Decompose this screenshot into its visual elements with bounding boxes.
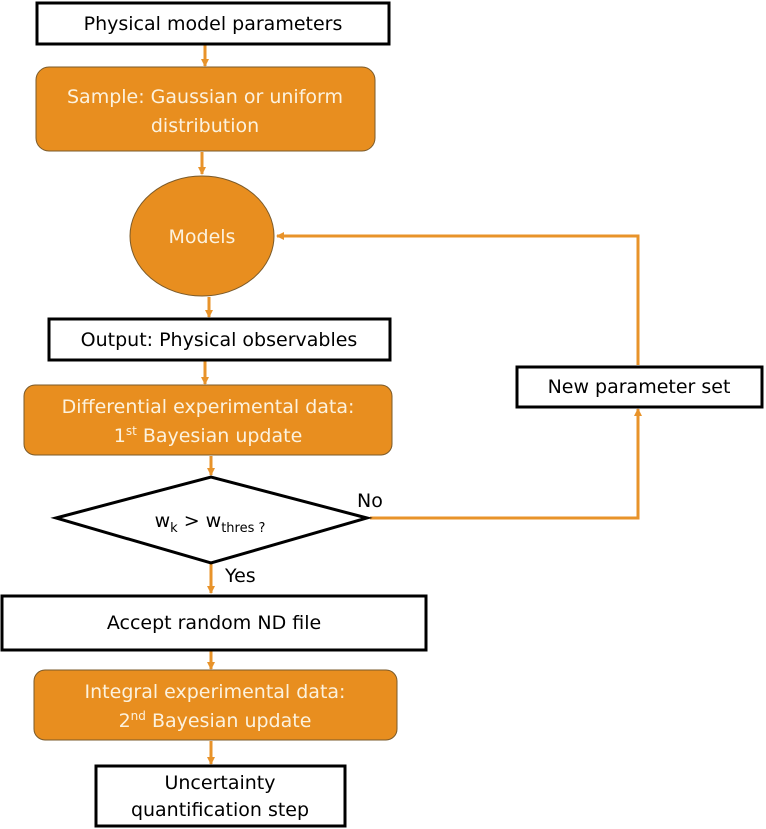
sample-label-line1: Sample: Gaussian or uniform [67, 86, 343, 108]
integral-label-line1: Integral experimental data: [85, 681, 346, 703]
arrow-no [370, 408, 642, 520]
decision-label: wk > wthres ? [155, 510, 266, 536]
differential-box: Differential experimental data: 1st Baye… [23, 384, 393, 456]
threshold-decision: wk > wthres ? [50, 475, 373, 565]
integral-label-line2: 2nd Bayesian update [119, 709, 312, 732]
models-node: Models [129, 175, 275, 297]
accept-label: Accept random ND file [107, 612, 321, 634]
models-label: Models [169, 226, 236, 248]
differential-label-line1: Differential experimental data: [62, 396, 355, 418]
sample-box: Sample: Gaussian or uniform distribution [35, 66, 376, 152]
integral-box: Integral experimental data: 2nd Bayesian… [33, 669, 398, 741]
physical-params-label: Physical model parameters [84, 13, 343, 35]
output-box: Output: Physical observables [47, 317, 392, 362]
physical-params-box: Physical model parameters [35, 1, 391, 46]
uncertainty-label-line1: Uncertainty [164, 772, 275, 794]
accept-box: Accept random ND file [0, 594, 428, 652]
no-label: No [357, 490, 383, 512]
new-params-box: New parameter set [515, 365, 764, 409]
arrow-loop-to-models [276, 232, 640, 365]
yes-label: Yes [224, 565, 256, 587]
uncertainty-label-line2: quantification step [131, 799, 309, 821]
uncertainty-box: Uncertainty quantification step [94, 764, 347, 828]
output-label: Output: Physical observables [81, 329, 358, 351]
connectors [198, 45, 642, 765]
differential-label-line2: 1st Bayesian update [114, 424, 303, 447]
sample-label-line2: distribution [151, 115, 259, 137]
new-params-label: New parameter set [548, 376, 731, 398]
